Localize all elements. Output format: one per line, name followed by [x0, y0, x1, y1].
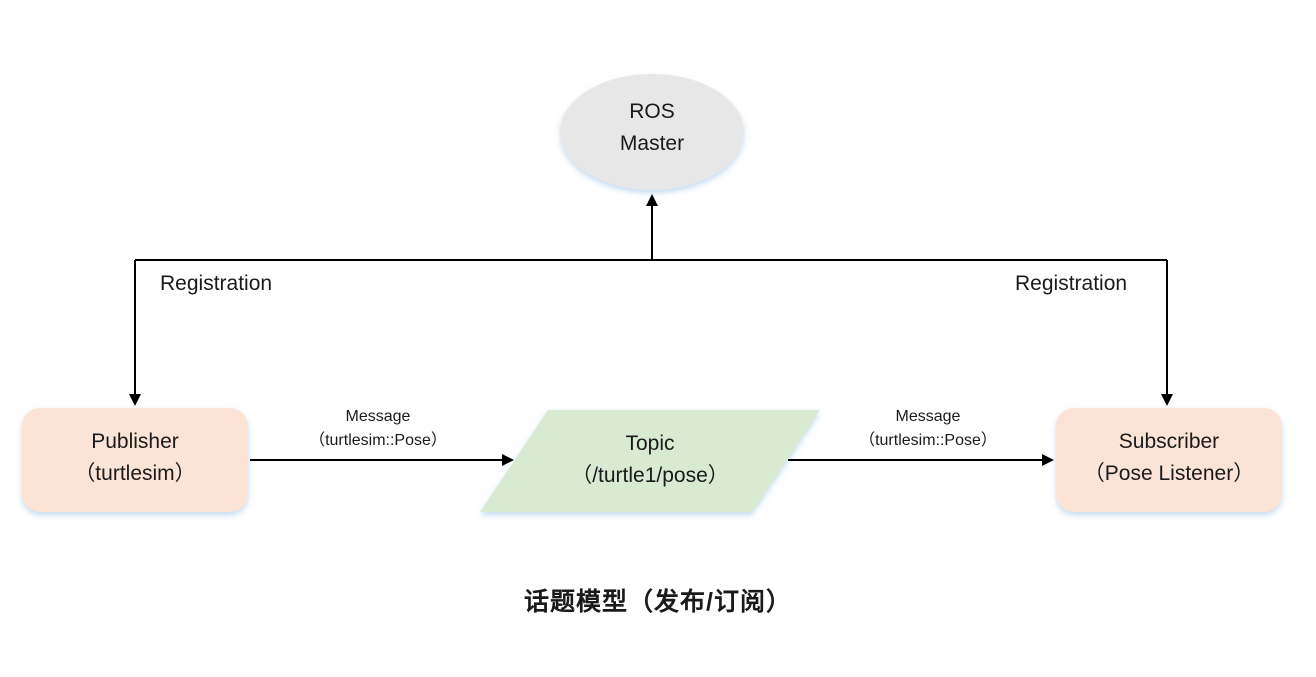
registration-right-label: Registration [1015, 272, 1128, 295]
topic-label: Topic （/turtle1/pose） [520, 428, 780, 492]
topic-line2: （/turtle1/pose） [571, 464, 729, 487]
registration-left-label: Registration [160, 272, 273, 295]
subscriber-line2: （Pose Listener） [1083, 462, 1255, 485]
subscriber-node [1056, 408, 1282, 512]
message-left-label: Message （turtlesim::Pose） [268, 405, 488, 453]
ros-master-line2: Master [619, 132, 685, 155]
publisher-label: Publisher （turtlesim） [22, 426, 248, 490]
subscriber-line1: Subscriber [1118, 430, 1220, 453]
message-right-label: Message （turtlesim::Pose） [818, 405, 1038, 453]
publisher-node [22, 408, 248, 512]
topic-node [480, 410, 820, 512]
diagram-caption: 话题模型（发布/订阅） [524, 588, 792, 616]
message-right-line1: Message [895, 408, 961, 425]
message-left-line1: Message [345, 408, 411, 425]
ros-master-label: ROS Master [560, 96, 744, 160]
publisher-line2: （turtlesim） [74, 462, 196, 485]
subscriber-label: Subscriber （Pose Listener） [1056, 426, 1282, 490]
topic-line1: Topic [625, 432, 675, 455]
ros-master-node [560, 74, 744, 190]
message-right-line2: （turtlesim::Pose） [859, 432, 997, 449]
publisher-line1: Publisher [91, 430, 179, 453]
message-left-line2: （turtlesim::Pose） [309, 432, 447, 449]
ros-master-line1: ROS [629, 100, 675, 123]
